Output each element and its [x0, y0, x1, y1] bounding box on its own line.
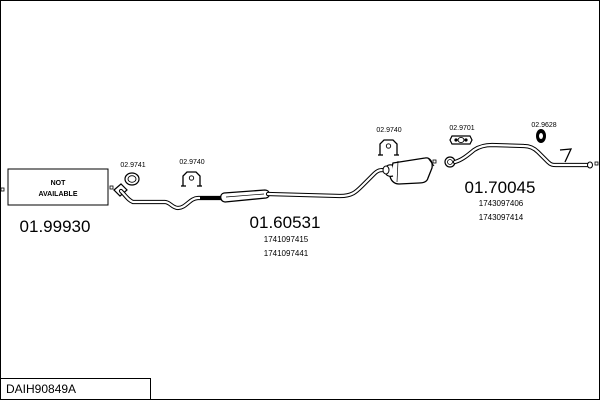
connector-square: [109, 185, 114, 190]
connector-square: [0, 187, 5, 192]
not-available-box: NOT AVAILABLE: [7, 168, 109, 206]
section-2-ref-2: 1741097441: [264, 249, 309, 258]
part-code-label: 02.9628: [531, 122, 556, 129]
part-code-label: 02.9740: [376, 127, 401, 134]
not-available-line2: AVAILABLE: [38, 191, 77, 198]
connector-square: [432, 159, 437, 164]
front-pipe: [113, 183, 225, 211]
part-code-label: 02.9740: [179, 159, 204, 166]
section-number-1: 01.99930: [20, 217, 91, 236]
footer-code: DAIH90849A: [6, 382, 76, 396]
connector-square: [594, 161, 599, 166]
flange-gasket-icon: [449, 135, 473, 145]
part-code-label: 02.9701: [449, 125, 474, 132]
gasket-ring-icon: [124, 172, 140, 186]
rubber-mount-icon: [536, 129, 546, 143]
hanger-bracket-icon: [378, 139, 399, 156]
not-available-line1: NOT: [51, 180, 67, 187]
section-3-ref-1: 1743097406: [479, 199, 524, 208]
footer-code-box: DAIH90849A: [0, 378, 151, 400]
part-code-label: 02.9741: [120, 162, 145, 169]
section-3-ref-2: 1743097414: [479, 213, 524, 222]
section-2-ref-1: 1741097415: [264, 235, 309, 244]
tail-pipe: [444, 142, 593, 169]
section-number-2: 01.60531: [250, 213, 321, 232]
hanger-bracket-icon: [181, 171, 202, 187]
rear-silencer: [382, 157, 435, 185]
section-number-3: 01.70045: [465, 178, 536, 197]
middle-silencer: [200, 167, 388, 203]
